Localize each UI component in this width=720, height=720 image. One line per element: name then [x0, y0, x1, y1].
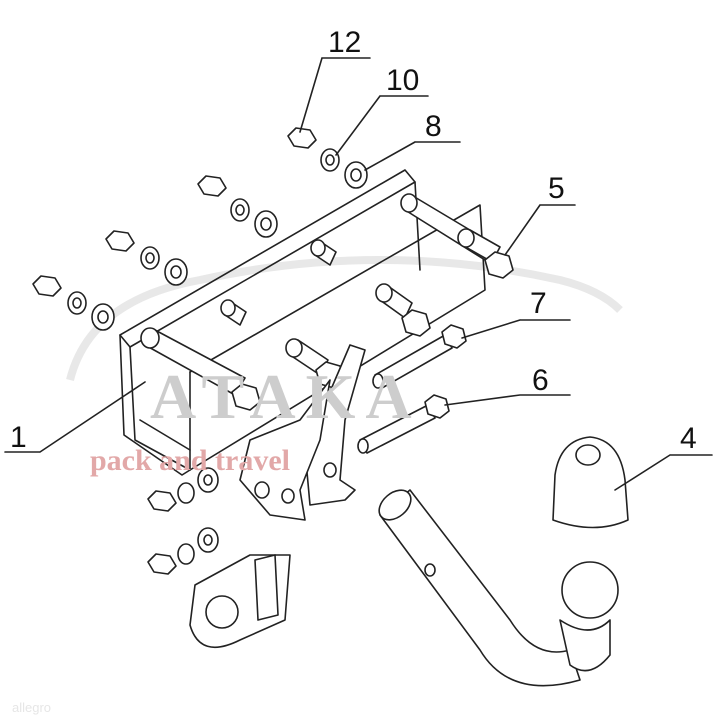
watermark-brand: ATAKA — [150, 361, 422, 432]
side-plates — [239, 344, 366, 521]
callout-1: 1 — [10, 421, 27, 454]
tow-ball-arm — [378, 489, 619, 687]
long-bolts — [357, 324, 467, 454]
corner-logo: allegro — [12, 700, 51, 715]
callout-10: 10 — [386, 64, 419, 97]
watermark: ATAKA pack and travel — [90, 361, 422, 477]
bracket-bolts — [140, 193, 514, 411]
nut-washer-stacks — [32, 127, 368, 575]
socket-plate — [189, 554, 291, 649]
callout-12: 12 — [328, 26, 361, 59]
ball-cap — [552, 436, 629, 529]
callout-6: 6 — [532, 364, 549, 397]
callout-4: 4 — [680, 422, 697, 455]
callout-7: 7 — [530, 287, 547, 320]
callouts: 12 10 8 5 7 6 1 4 — [4, 26, 713, 491]
callout-5: 5 — [548, 172, 565, 205]
watermark-tagline: pack and travel — [90, 444, 290, 477]
callout-8: 8 — [425, 110, 442, 143]
